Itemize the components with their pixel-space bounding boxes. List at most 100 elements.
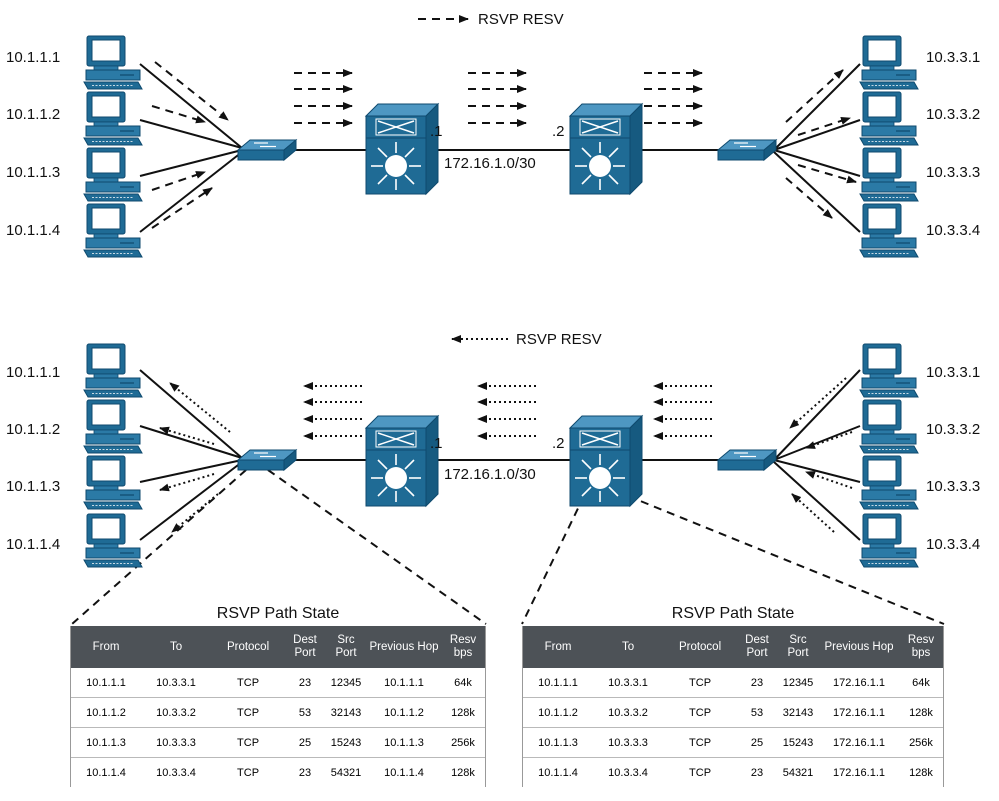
table-cell: 128k <box>441 757 485 787</box>
host-ip-label: 10.1.1.3 <box>6 478 60 495</box>
table-cell: 10.3.3.3 <box>593 727 664 758</box>
host-pc-icon <box>83 399 143 454</box>
host-ip-label: 10.3.3.4 <box>926 222 980 239</box>
table-cell: 12345 <box>782 676 814 689</box>
column-header: To <box>141 626 212 668</box>
table-cell: 10.1.1.2 <box>71 697 142 728</box>
callout-line <box>71 469 247 625</box>
table-cell: 10.3.3.1 <box>156 676 196 689</box>
host-ip-label: 10.3.3.1 <box>926 364 980 381</box>
host-pc-icon <box>859 91 919 146</box>
table-row: 10.1.1.2 10.3.3.2 TCP 53 32143 10.1.1.2 … <box>71 697 485 728</box>
table-cell: 10.3.3.4 <box>141 757 212 787</box>
link-network-label: 172.16.1.0/30 <box>444 155 536 172</box>
table-header-row: From To Protocol Dest Port Src Port Prev… <box>71 626 485 668</box>
table-cell: 23 <box>750 676 764 689</box>
host-ip-label: 10.1.1.3 <box>6 164 60 181</box>
table-cell: 256k <box>899 727 943 758</box>
table-row: 10.1.1.1 10.3.3.1 TCP 23 12345 172.16.1.… <box>523 668 943 698</box>
table-row: 10.1.1.4 10.3.3.4 TCP 23 54321 10.1.1.4 … <box>71 757 485 787</box>
table-cell: 23 <box>298 676 312 689</box>
path-state-table: From To Protocol Dest Port Src Port Prev… <box>71 626 485 787</box>
callout-line <box>521 495 585 625</box>
table-cell: TCP <box>237 676 260 689</box>
host-pc-icon <box>859 513 919 568</box>
table-cell: 54321 <box>777 757 819 787</box>
table-cell: TCP <box>663 727 737 758</box>
bottom-legend-label: RSVP RESV <box>516 331 602 348</box>
column-header: To <box>593 626 664 668</box>
host-pc-icon <box>83 147 143 202</box>
host-pc-icon <box>83 203 143 258</box>
table-cell: 10.3.3.4 <box>593 757 664 787</box>
workgroup-switch-icon <box>717 139 777 161</box>
host-ip-label: 10.1.1.1 <box>6 49 60 66</box>
multilayer-switch-icon <box>569 103 643 195</box>
host-ip-label: 10.1.1.2 <box>6 106 60 123</box>
host-pc-icon <box>859 203 919 258</box>
interface-label: .2 <box>552 123 565 140</box>
link-network-label: 172.16.1.0/30 <box>444 466 536 483</box>
table-cell: 128k <box>899 757 943 787</box>
column-header: Dest Port <box>285 626 325 668</box>
table-cell: 32143 <box>777 697 819 728</box>
column-header: From <box>71 626 142 668</box>
table-cell: 54321 <box>325 757 367 787</box>
column-header: Protocol <box>663 626 737 668</box>
table-title: RSVP Path State <box>671 605 795 622</box>
host-ip-label: 10.3.3.3 <box>926 164 980 181</box>
table-cell: 25 <box>737 727 777 758</box>
table-cell: 10.1.1.2 <box>367 697 441 728</box>
column-header: Src Port <box>325 626 367 668</box>
table-row: 10.1.1.3 10.3.3.3 TCP 25 15243 10.1.1.3 … <box>71 727 485 758</box>
table-cell: 10.1.1.4 <box>71 757 142 787</box>
host-pc-icon <box>83 35 143 90</box>
table-cell: 172.16.1.1 <box>819 697 899 728</box>
table-cell: 10.1.1.2 <box>523 697 594 728</box>
host-ip-label: 10.3.3.4 <box>926 536 980 553</box>
column-header: Previous Hop <box>367 626 441 668</box>
host-ip-label: 10.3.3.1 <box>926 49 980 66</box>
multilayer-switch-icon <box>569 415 643 507</box>
table-cell: 10.1.1.1 <box>86 676 126 689</box>
table-cell: 23 <box>285 757 325 787</box>
host-pc-icon <box>859 147 919 202</box>
host-ip-label: 10.3.3.2 <box>926 106 980 123</box>
workgroup-switch-icon <box>237 449 297 471</box>
table-row: 10.1.1.3 10.3.3.3 TCP 25 15243 172.16.1.… <box>523 727 943 758</box>
table-header-row: From To Protocol Dest Port Src Port Prev… <box>523 626 943 668</box>
table-cell: 10.3.3.1 <box>608 676 648 689</box>
table-cell: 15243 <box>325 727 367 758</box>
table-row: 10.1.1.2 10.3.3.2 TCP 53 32143 172.16.1.… <box>523 697 943 728</box>
table-cell: 10.1.1.3 <box>71 727 142 758</box>
multilayer-switch-icon <box>365 103 439 195</box>
table-row: 10.1.1.1 10.3.3.1 TCP 23 12345 10.1.1.1 … <box>71 668 485 698</box>
table-cell: 64k <box>912 676 930 689</box>
interface-label: .2 <box>552 435 565 452</box>
table-cell: 10.1.1.3 <box>523 727 594 758</box>
table-cell: 64k <box>454 676 472 689</box>
host-pc-icon <box>859 343 919 398</box>
table-cell: 10.1.1.4 <box>367 757 441 787</box>
table-cell: TCP <box>689 676 712 689</box>
table-cell: 15243 <box>777 727 819 758</box>
table-row: 10.1.1.4 10.3.3.4 TCP 23 54321 172.16.1.… <box>523 757 943 787</box>
column-header: Src Port <box>777 626 819 668</box>
callout-line <box>627 495 945 625</box>
column-header: Previous Hop <box>819 626 899 668</box>
table-cell: TCP <box>663 757 737 787</box>
host-ip-label: 10.1.1.4 <box>6 222 60 239</box>
table-cell: TCP <box>211 757 285 787</box>
table-cell: 10.1.1.1 <box>538 676 578 689</box>
table-title: RSVP Path State <box>216 605 340 622</box>
workgroup-switch-icon <box>237 139 297 161</box>
table-cell: 256k <box>441 727 485 758</box>
host-pc-icon <box>859 35 919 90</box>
host-pc-icon <box>83 91 143 146</box>
table-cell: 172.16.1.1 <box>833 676 885 689</box>
column-header: Dest Port <box>737 626 777 668</box>
table-cell: 32143 <box>325 697 367 728</box>
table-cell: 25 <box>285 727 325 758</box>
column-header: Resv bps <box>899 626 943 668</box>
table-cell: TCP <box>211 697 285 728</box>
